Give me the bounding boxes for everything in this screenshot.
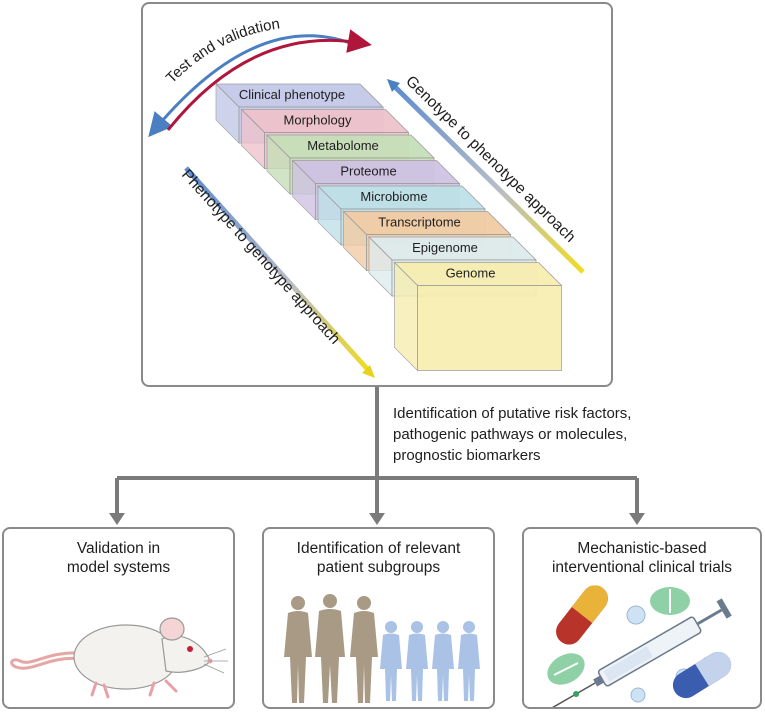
- layer-genome: Genome: [393, 261, 563, 372]
- phenotype-to-genotype-arrow: [184, 166, 372, 374]
- connector-tree: [115, 387, 639, 515]
- genotype-to-phenotype-arrow: [390, 82, 585, 274]
- patient-silhouettes-icon: [284, 594, 480, 703]
- patient-subgroups-panel: Identification of relevant patient subgr…: [262, 527, 495, 709]
- model-systems-panel: Validation in model systems: [2, 527, 235, 709]
- putative-line-2: pathogenic pathways or molecules,: [393, 426, 628, 443]
- layer-label: Transcriptome: [378, 215, 461, 230]
- validation-arrow-red: [166, 29, 372, 131]
- connector-arrowhead-left: [109, 513, 125, 525]
- connector-arrowhead-right: [629, 513, 645, 525]
- connector-arrowhead-center: [369, 513, 385, 525]
- layer-label: Proteome: [340, 164, 396, 179]
- clinical-trials-title: Mechanistic-based interventional clinica…: [551, 540, 733, 576]
- putative-line-1: Identification of putative risk factors,: [393, 405, 632, 422]
- clinical-trials-panel: Mechanistic-based interventional clinica…: [522, 527, 762, 709]
- layer-label: Microbiome: [360, 189, 427, 204]
- phenotype-arrowhead: [362, 365, 375, 378]
- layer-label: Epigenome: [412, 240, 478, 255]
- layer-label: Clinical phenotype: [239, 87, 345, 102]
- putative-line-3: prognostic biomarkers: [393, 447, 541, 464]
- validation-arrow-blue: [148, 34, 359, 138]
- pills-syringe-icon: [547, 585, 732, 707]
- model-systems-title: Validation in model systems: [66, 540, 171, 576]
- layer-label: Genome: [446, 266, 496, 281]
- patient-subgroups-title: Identification of relevant patient subgr…: [296, 540, 461, 576]
- genotype-arrowhead: [387, 79, 400, 92]
- mouse-icon: [10, 617, 228, 699]
- layer-label: Metabolome: [307, 138, 379, 153]
- putative-findings-text: Identification of putative risk factors,…: [393, 403, 631, 466]
- layer-label: Morphology: [284, 113, 352, 128]
